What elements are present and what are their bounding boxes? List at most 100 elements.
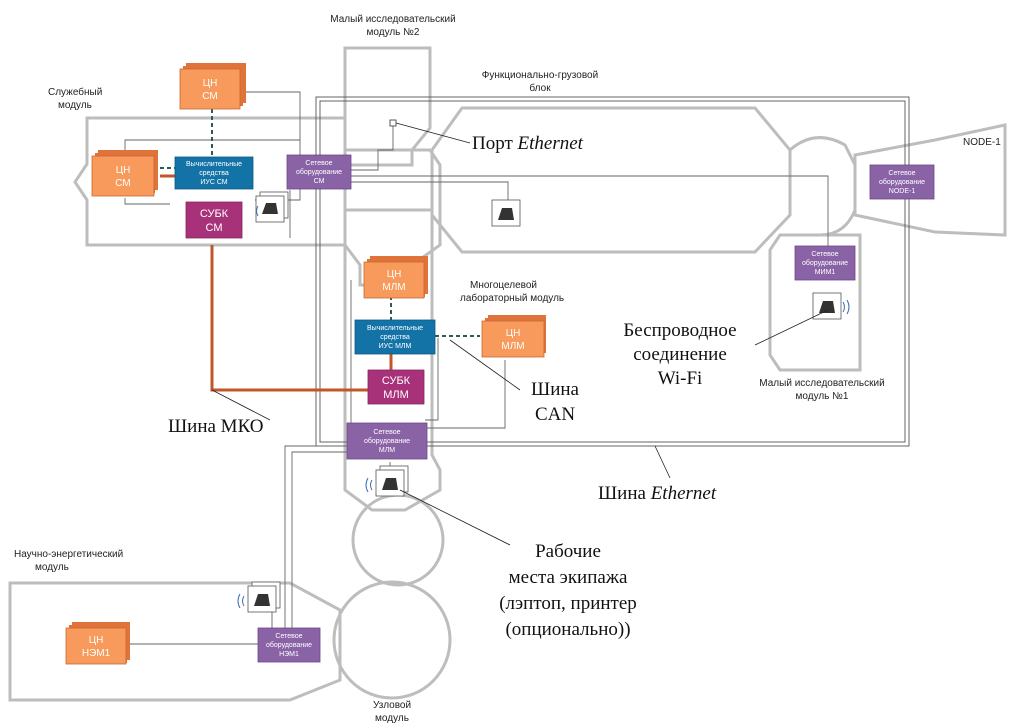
node-module-label-1: Узловой xyxy=(373,700,411,711)
net-nem1-line1: Сетевое xyxy=(275,633,302,640)
net-nem1-line2: оборудование xyxy=(266,641,312,649)
service-module-label-2: модуль xyxy=(58,100,92,111)
cn-mlm-top-line2: МЛМ xyxy=(382,282,405,293)
wire-mlm-to-nem-2 xyxy=(291,451,347,630)
cargo-block-inner-rail xyxy=(319,100,906,443)
cn-sm-left-line1: ЦН xyxy=(116,165,131,176)
compute-mlm-line1: Вычислительные xyxy=(367,325,423,332)
net-node1-line1: Сетевое xyxy=(888,170,915,177)
net-mim1-line3: МИМ1 xyxy=(815,269,836,276)
small-research-module-1-outline xyxy=(768,233,862,372)
workstations-callout-line4: (опционально)) xyxy=(505,619,630,640)
mko-callout: Шина МКО xyxy=(168,416,264,437)
functional-cargo-label-2: блок xyxy=(529,82,551,94)
functional-cargo-outline xyxy=(430,106,792,254)
laptop-icon-nem xyxy=(237,581,281,613)
workstations-callout-line1: Рабочие xyxy=(535,541,601,562)
cn-mlm-top-box: ЦН МЛМ xyxy=(363,256,428,299)
net-mim1-box: Сетевое оборудование МИМ1 xyxy=(794,245,856,281)
ethernet-port-icon xyxy=(389,119,397,127)
small-research-1-label-1: Малый исследовательский xyxy=(759,378,884,389)
subk-sm-line2: СМ xyxy=(206,222,223,234)
net-sm-line3: СМ xyxy=(314,178,325,185)
small-research-2-label-2: модуль №2 xyxy=(367,27,420,38)
net-node1-box: Сетевое оборудование NODE-1 xyxy=(869,164,935,200)
wire-net-sm-to-mim1 xyxy=(320,175,829,248)
cn-mlm-right-line2: МЛМ xyxy=(501,341,524,352)
net-mlm-line3: МЛМ xyxy=(379,447,395,454)
mim1-connector-outline xyxy=(789,136,857,237)
service-module-label-1: Служебный xyxy=(48,86,102,98)
wifi-callout-line3: Wi-Fi xyxy=(658,368,703,389)
laptop-icon-cargo xyxy=(491,199,521,227)
wifi-callout-line1: Беспроводное xyxy=(623,320,736,341)
compute-sm-box: Вычислительные средства ИУС СМ xyxy=(174,156,254,190)
small-research-1-label-2: модуль №1 xyxy=(796,391,849,402)
cn-sm-left-line2: СМ xyxy=(115,178,130,189)
cn-mlm-top-line1: ЦН xyxy=(387,269,402,280)
wire-net-sm-to-port xyxy=(320,125,394,171)
wire-mlm-cn2 xyxy=(425,360,506,429)
cn-sm-top-line2: СМ xyxy=(202,91,217,102)
node-module-lower-circle xyxy=(332,580,452,700)
laptop-icon-sm xyxy=(255,191,289,223)
wire-service-loop2 xyxy=(124,198,170,205)
net-sm-line1: Сетевое xyxy=(305,160,332,167)
can-callout-line2: CAN xyxy=(535,404,575,425)
cn-sm-left-box: ЦН СМ xyxy=(91,150,158,197)
net-mlm-line2: оборудование xyxy=(364,437,410,445)
ethernet-port-callout: Порт Ethernet xyxy=(472,133,584,154)
net-node1-line3: NODE-1 xyxy=(889,188,916,195)
workstations-callout-line2: места экипажа xyxy=(509,567,628,588)
small-research-2-label-1: Малый исследовательский xyxy=(330,14,455,25)
net-nem1-line3: НЭМ1 xyxy=(279,651,299,658)
cn-nem1-line2: НЭМ1 xyxy=(82,648,111,659)
compute-sm-line1: Вычислительные xyxy=(186,161,242,168)
cn-sm-top-box: ЦН СМ xyxy=(179,63,246,110)
workstations-callout-line3: (лэптоп, принтер xyxy=(499,593,637,614)
wire-mlm-right xyxy=(425,338,439,421)
ethernet-bus-callout: Шина Ethernet xyxy=(598,483,717,504)
subk-sm-box: СУБК СМ xyxy=(185,201,243,239)
cn-mlm-right-line1: ЦН xyxy=(506,328,521,339)
compute-mlm-line2: средства xyxy=(380,334,410,341)
compute-sm-line3: ИУС СМ xyxy=(200,179,227,186)
net-mlm-box: Сетевое оборудование МЛМ xyxy=(346,422,428,460)
wifi-callout-line2: соединение xyxy=(633,344,727,365)
cn-sm-top-line1: ЦН xyxy=(203,78,218,89)
net-sm-line2: оборудование xyxy=(296,168,342,176)
science-power-label-1: Научно-энергетический xyxy=(14,549,123,560)
net-mim1-line2: оборудование xyxy=(802,259,848,267)
subk-sm-line1: СУБК xyxy=(200,208,229,220)
cn-nem1-line1: ЦН xyxy=(89,635,104,646)
compute-mlm-line3: ИУС МЛМ xyxy=(379,343,412,350)
can-bus-lines xyxy=(160,102,480,337)
compute-sm-line2: средства xyxy=(199,170,229,177)
laptop-icon-mlm xyxy=(365,465,409,497)
cargo-block-outer-rail xyxy=(315,96,910,447)
multipurpose-lab-label-1: Многоцелевой xyxy=(470,280,537,291)
can-callout-line1: Шина xyxy=(531,379,580,400)
science-power-module-outline xyxy=(8,581,342,702)
module-outlines xyxy=(8,46,1007,702)
cn-nem1-box: ЦН НЭМ1 xyxy=(65,622,130,665)
multipurpose-lab-label-2: лабораторный модуль xyxy=(460,292,564,304)
subk-mlm-line2: МЛМ xyxy=(383,389,409,401)
compute-mlm-box: Вычислительные средства ИУС МЛМ xyxy=(354,319,436,355)
net-mim1-line1: Сетевое xyxy=(811,251,838,258)
net-mlm-line1: Сетевое xyxy=(373,429,400,436)
small-research-module-2-outline xyxy=(343,46,432,167)
functional-cargo-label-1: Функционально-грузовой xyxy=(482,70,598,81)
wire-net-sm-to-laptop xyxy=(320,181,509,200)
node1-label: NODE-1 xyxy=(963,137,1001,148)
net-nem1-box: Сетевое оборудование НЭМ1 xyxy=(257,627,321,663)
subk-mlm-line1: СУБК xyxy=(382,375,411,387)
subk-mlm-box: СУБК МЛМ xyxy=(367,369,425,405)
net-sm-box: Сетевое оборудование СМ xyxy=(286,154,352,190)
node1-module-outline xyxy=(853,123,1007,237)
science-power-label-2: модуль xyxy=(35,562,69,573)
cn-mlm-right-box: ЦН МЛМ xyxy=(481,315,546,358)
laptop-icon-mim1 xyxy=(812,292,850,320)
node-module-label-2: модуль xyxy=(375,713,409,724)
